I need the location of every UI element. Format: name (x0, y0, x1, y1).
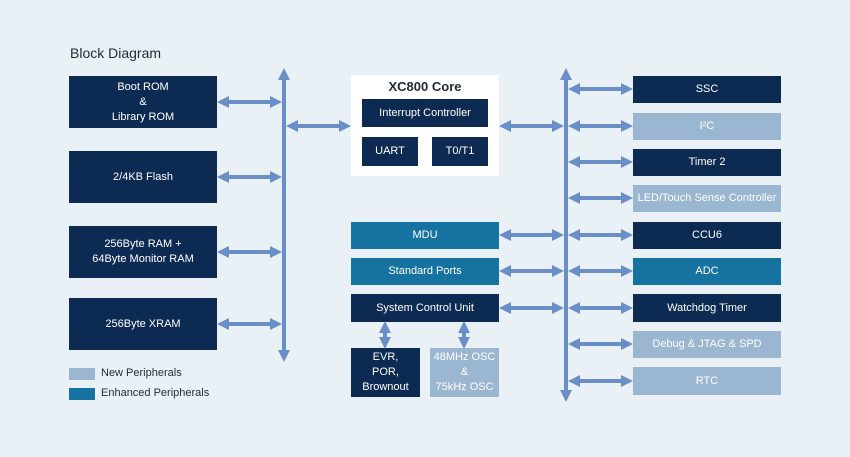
t0-t1-block: T0/T1 (432, 137, 488, 166)
legend-enhanced-swatch (69, 388, 95, 400)
debug-jtag-spd-block: Debug & JTAG & SPD (633, 331, 781, 358)
watchdog-timer-block: Watchdog Timer (633, 294, 781, 322)
ccu6-block: CCU6 (633, 222, 781, 249)
legend-new-label: New Peripherals (101, 367, 182, 379)
timer2-block: Timer 2 (633, 149, 781, 176)
ram-block: 256Byte RAM + 64Byte Monitor RAM (69, 226, 217, 278)
standard-ports-block: Standard Ports (351, 258, 499, 285)
i2c-block: I²C (633, 113, 781, 140)
core-title: XC800 Core (388, 79, 462, 94)
legend-enhanced-label: Enhanced Peripherals (101, 387, 210, 399)
adc-block: ADC (633, 258, 781, 285)
mdu-block: MDU (351, 222, 499, 249)
boot-rom-block: Boot ROM & Library ROM (69, 76, 217, 128)
diagram-title: Block Diagram (70, 45, 162, 61)
system-control-unit-block: System Control Unit (351, 294, 499, 322)
xc800-core-block: XC800 Core Interrupt Controller UART T0/… (351, 75, 499, 176)
interrupt-controller-block: Interrupt Controller (362, 99, 488, 127)
rtc-block: RTC (633, 367, 781, 395)
ssc-block: SSC (633, 76, 781, 103)
evr-por-brownout-block: EVR, POR, Brownout (351, 348, 420, 397)
oscillator-block: 48MHz OSC & 75kHz OSC (430, 348, 499, 397)
uart-block: UART (362, 137, 418, 166)
led-touch-sense-block: LED/Touch Sense Controller (633, 185, 781, 212)
legend-new-swatch (69, 368, 95, 380)
flash-block: 2/4KB Flash (69, 151, 217, 203)
xram-block: 256Byte XRAM (69, 298, 217, 350)
